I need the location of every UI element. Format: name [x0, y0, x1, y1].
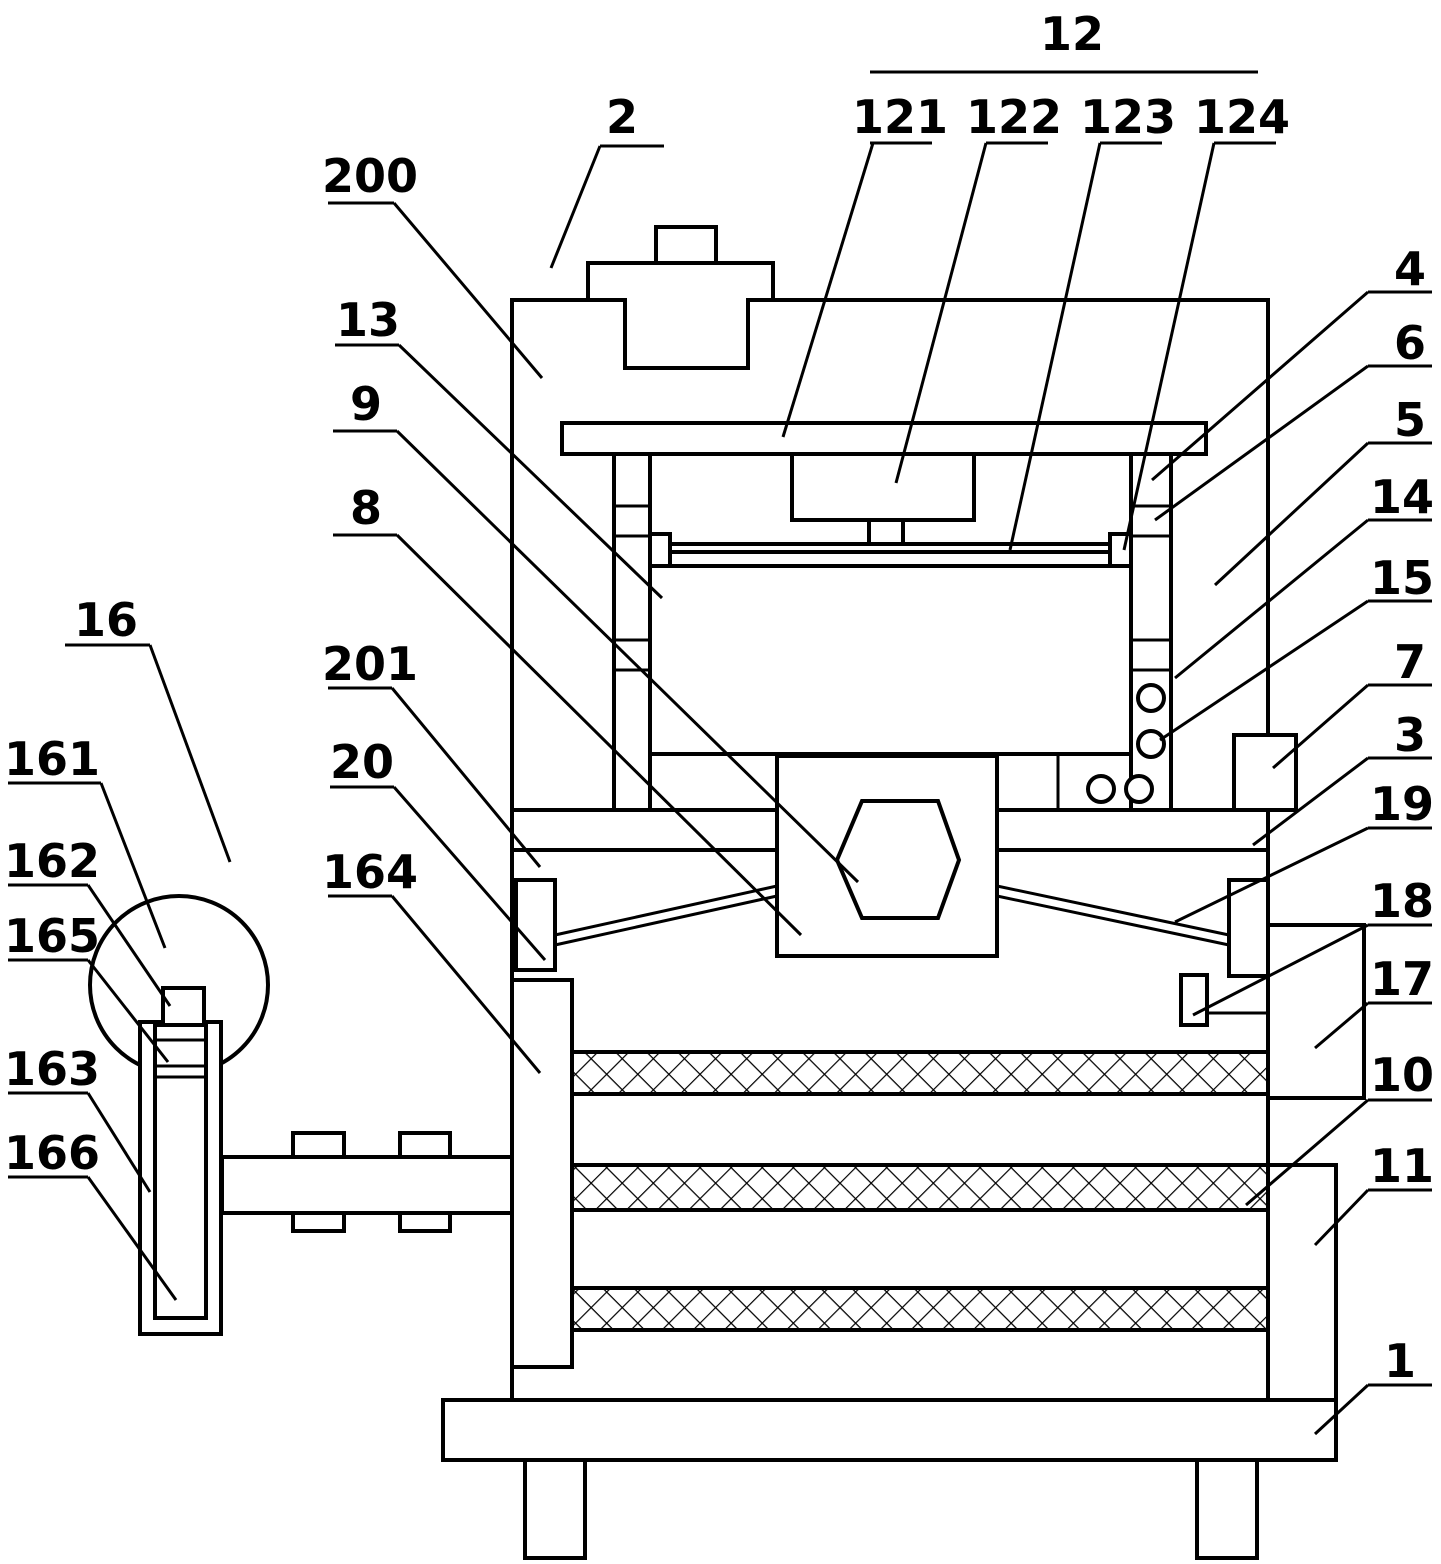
label-20: 20 — [330, 735, 394, 789]
spring-left — [554, 884, 778, 937]
handle-shaft — [220, 1155, 514, 1215]
label-6: 6 — [1394, 316, 1426, 370]
screen-3 — [570, 1286, 1270, 1332]
side-box-11 — [1266, 1163, 1338, 1402]
handle-inner — [153, 1023, 208, 1320]
label-19: 19 — [1370, 777, 1434, 831]
label-13: 13 — [336, 293, 400, 347]
spring-right — [996, 884, 1230, 937]
label-17: 17 — [1370, 952, 1434, 1006]
label-4: 4 — [1394, 242, 1426, 296]
shaft-collar — [291, 1131, 346, 1159]
label-10: 10 — [1370, 1048, 1434, 1102]
ball — [1086, 774, 1116, 804]
label-122: 122 — [966, 90, 1062, 144]
label-163: 163 — [4, 1042, 100, 1096]
label-5: 5 — [1394, 393, 1426, 447]
hex-nut — [834, 799, 962, 920]
sensor — [1179, 973, 1209, 1027]
label-124: 124 — [1194, 90, 1290, 144]
screen-1 — [570, 1050, 1270, 1096]
label-165: 165 — [4, 909, 100, 963]
label-12: 12 — [1040, 7, 1104, 61]
label-121: 121 — [852, 90, 948, 144]
label-18: 18 — [1370, 874, 1434, 928]
leg-right — [1195, 1458, 1259, 1560]
spring-right — [996, 894, 1230, 947]
label-16: 16 — [74, 593, 138, 647]
rod-bracket-left — [648, 532, 672, 570]
ball — [1136, 683, 1166, 713]
label-11: 11 — [1370, 1139, 1434, 1193]
base-plate — [441, 1398, 1338, 1462]
spring-left — [554, 894, 778, 947]
label-200: 200 — [322, 149, 418, 203]
left-bracket — [514, 878, 557, 972]
screen-2 — [570, 1163, 1270, 1212]
label-2: 2 — [606, 90, 638, 144]
label-3: 3 — [1394, 708, 1426, 762]
rod — [668, 542, 1114, 554]
side-block — [1232, 733, 1298, 812]
label-161: 161 — [4, 732, 100, 786]
label-201: 201 — [322, 637, 418, 691]
label-7: 7 — [1394, 635, 1426, 689]
handle-knob — [161, 986, 206, 1027]
labels: 12 121 122 123 124 2 200 4 6 5 13 9 8 14… — [4, 7, 1434, 1388]
ball — [1124, 774, 1154, 804]
label-14: 14 — [1370, 470, 1434, 524]
label-15: 15 — [1370, 551, 1434, 605]
leg-left — [523, 1458, 587, 1560]
label-9: 9 — [350, 377, 382, 431]
ball — [1136, 729, 1166, 759]
label-164: 164 — [322, 845, 418, 899]
label-8: 8 — [350, 481, 382, 535]
side-door — [510, 978, 574, 1369]
top-plate — [560, 421, 1208, 456]
right-bracket — [1227, 878, 1270, 978]
shaft-collar — [398, 1211, 452, 1233]
leader-lines — [8, 70, 1432, 1436]
side-box-17 — [1266, 923, 1366, 1100]
top-cap — [586, 261, 775, 370]
label-1: 1 — [1384, 1334, 1416, 1388]
top-knob — [654, 225, 718, 265]
inner-box — [648, 564, 1133, 756]
label-166: 166 — [4, 1126, 100, 1180]
shaft-collar — [398, 1131, 452, 1159]
motor-block — [790, 452, 976, 522]
label-123: 123 — [1080, 90, 1176, 144]
shaft-collar — [291, 1211, 346, 1233]
label-162: 162 — [4, 834, 100, 888]
